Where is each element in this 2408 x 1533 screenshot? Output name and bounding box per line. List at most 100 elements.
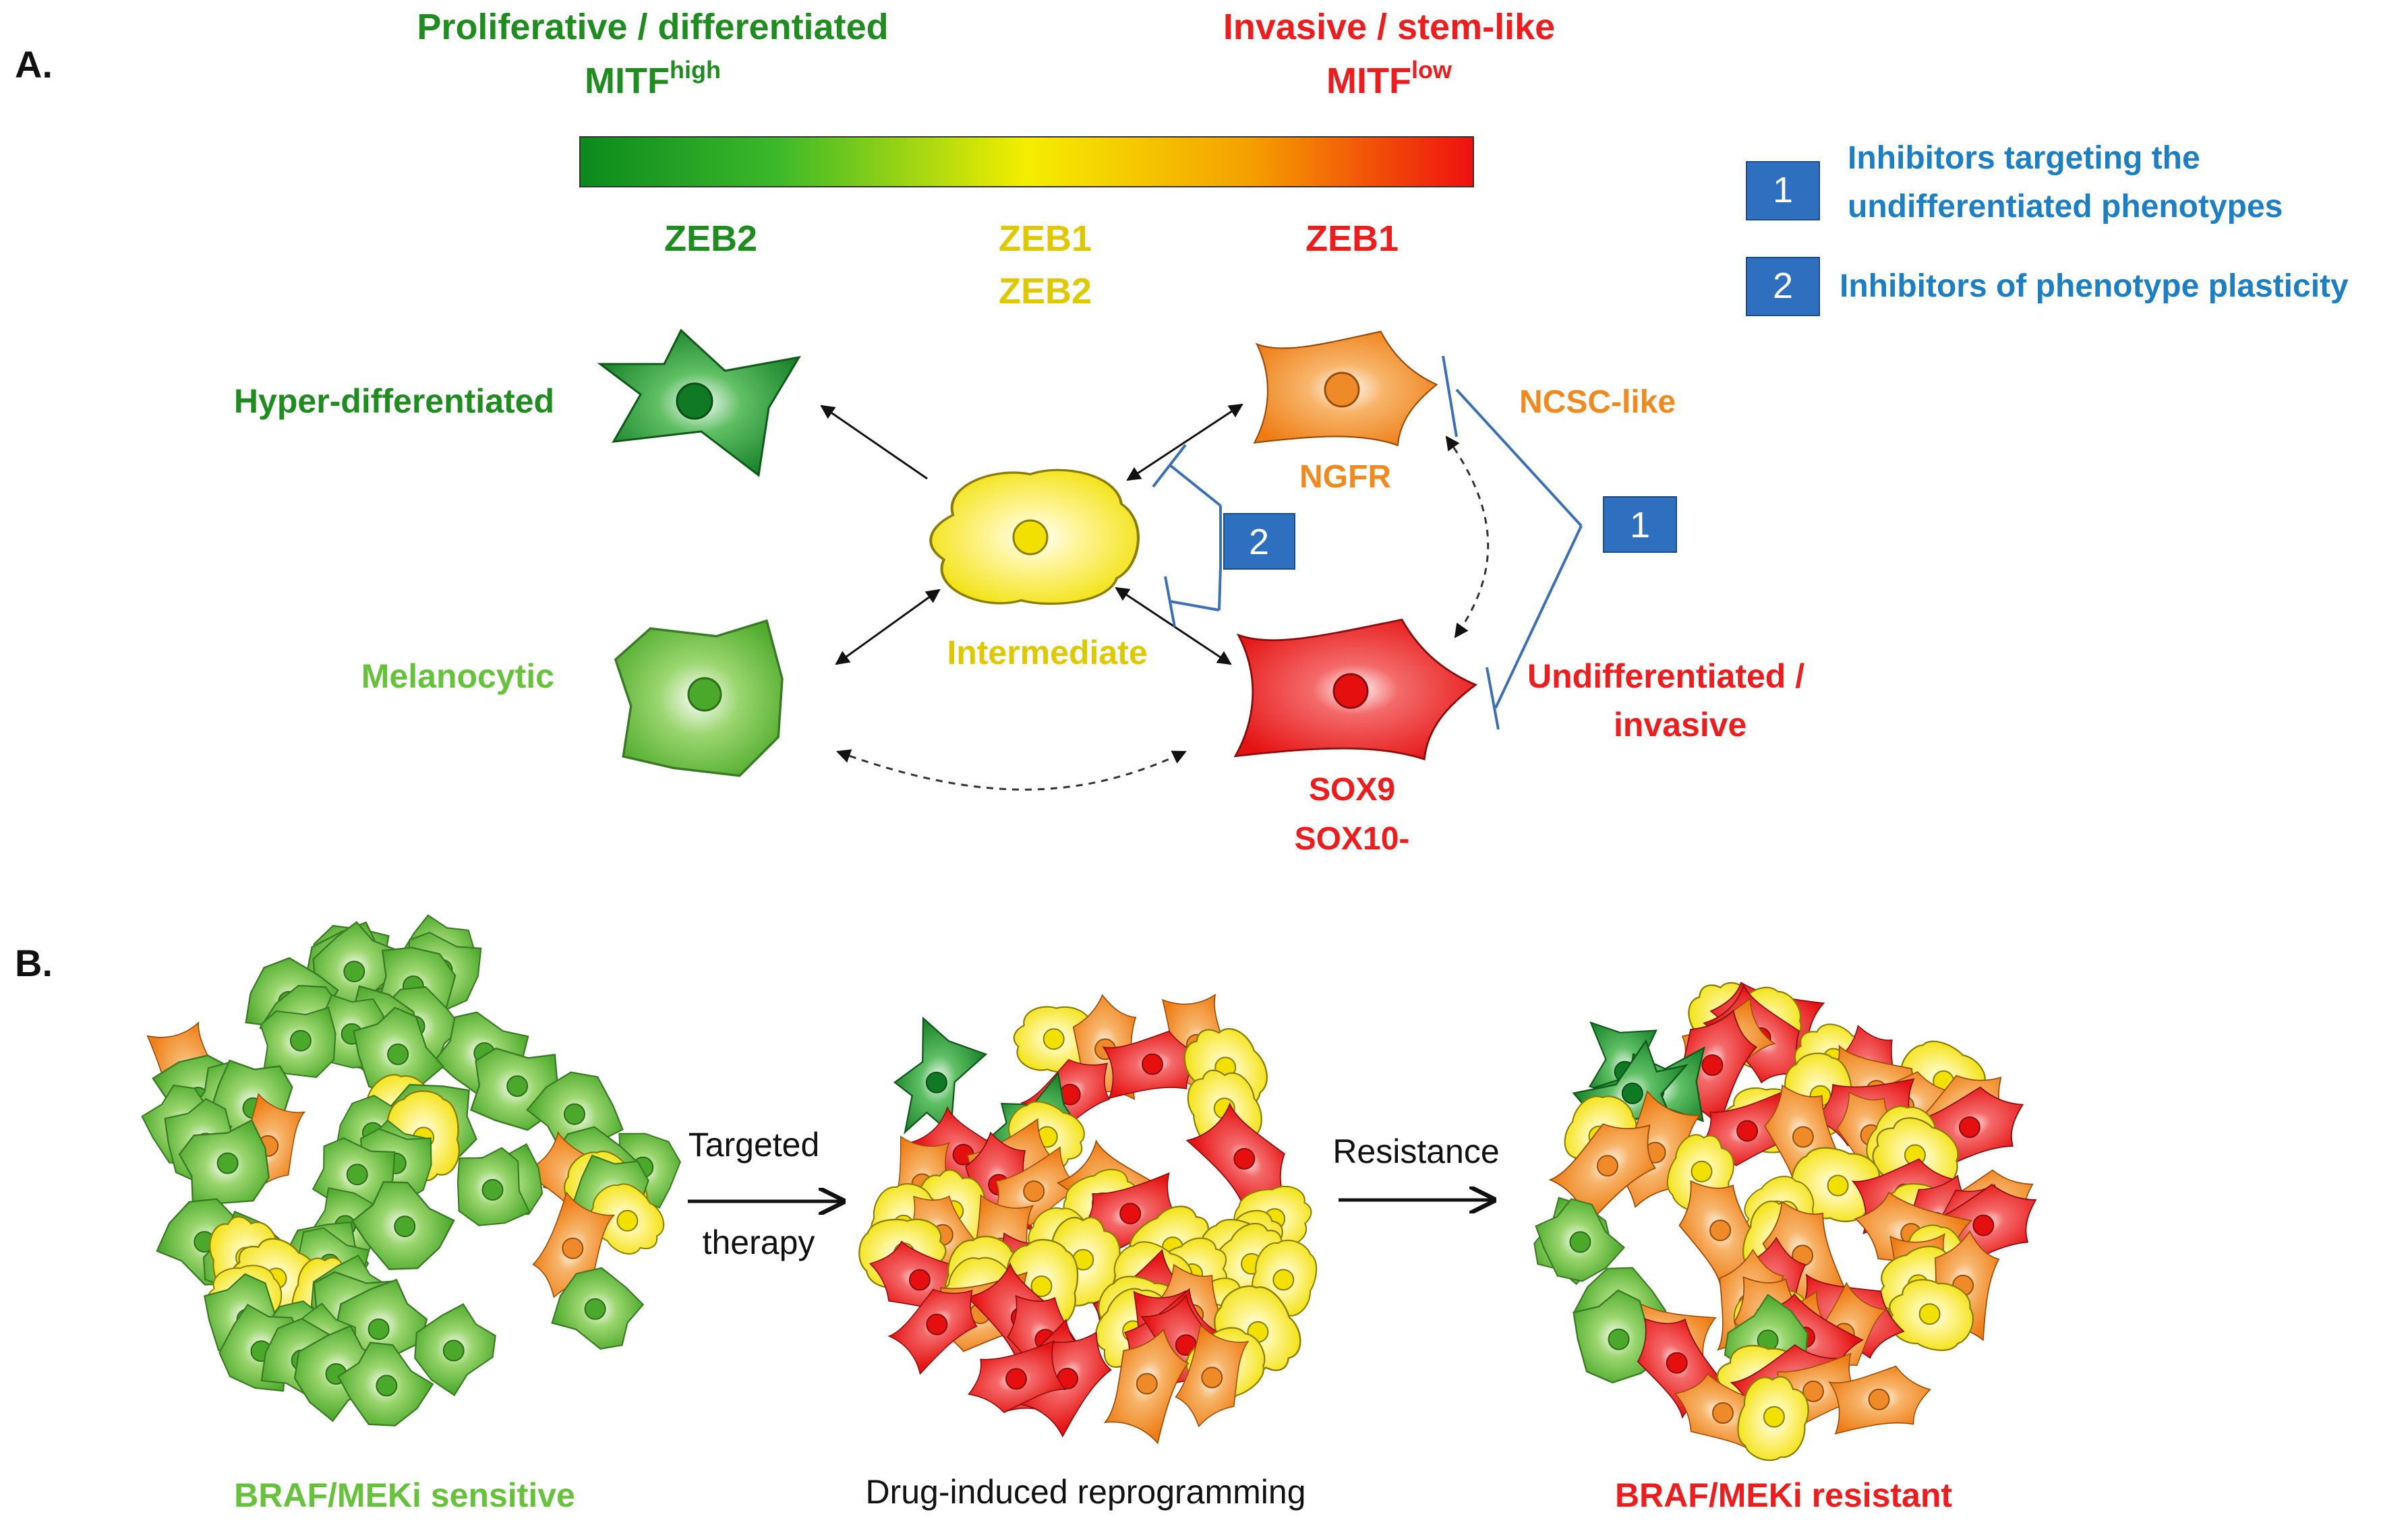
- tumor-cell-nucleus: [1763, 1406, 1785, 1428]
- tumor-cell: [1543, 1100, 1674, 1227]
- sensitive-tumor-label: BRAF/MEKi sensitive: [234, 1476, 575, 1514]
- tumor-cell: [1185, 1097, 1308, 1223]
- mitf-high-base: MITF: [585, 61, 670, 101]
- resistance-label: Resistance: [1332, 1133, 1499, 1170]
- tumor-cell: [175, 1118, 276, 1214]
- tumor-cell: [577, 1171, 675, 1269]
- tumor-cell-nucleus: [1712, 1402, 1734, 1424]
- dashed-arrow-melanocytic-undifferentiated: [836, 749, 1187, 791]
- tumor-cell: [1689, 1089, 1802, 1175]
- tumor-cell: [1010, 1002, 1100, 1076]
- mitf-high-sup: high: [670, 56, 721, 84]
- tumor-cell: [1907, 1075, 2036, 1177]
- tumor-cell-nucleus: [1868, 1388, 1890, 1410]
- tumor-cell: [978, 1145, 1087, 1240]
- tumor-cell: [1525, 1188, 1629, 1294]
- tumor-cell-nucleus: [1691, 1160, 1713, 1182]
- invasive-title: Invasive / stem-like: [1223, 7, 1555, 47]
- inhibitor-2-lines: [1152, 444, 1222, 628]
- tumor-cell-nucleus: [1972, 1214, 1995, 1236]
- legend-box-2: [1746, 257, 1820, 316]
- tumor-cell-nucleus: [1272, 1269, 1295, 1291]
- legend-box-1-number: 1: [1773, 170, 1793, 210]
- tumor-cell: [1663, 1164, 1775, 1294]
- tumor-cell: [1880, 1269, 1983, 1359]
- tumor-cell-nucleus: [1608, 1328, 1630, 1350]
- dashed-arrow-ncsc-undifferentiated: [1445, 435, 1490, 638]
- tumor-cell-nucleus: [1701, 1054, 1724, 1076]
- inhibitor-1-lines: [1442, 355, 1583, 730]
- tumor-cell-nucleus: [1142, 1053, 1163, 1075]
- tumor-cell-nucleus: [1666, 1352, 1688, 1374]
- intermediate-label: Intermediate: [947, 634, 1147, 671]
- tumor-cell: [523, 1191, 622, 1310]
- melanocytic-label: Melanocytic: [361, 657, 554, 695]
- resistant-tumor-label: BRAF/MEKi resistant: [1615, 1476, 1952, 1514]
- hyper-differentiated-cell: [599, 329, 800, 477]
- tumor-cell: [1920, 1170, 2051, 1278]
- tumor-cell: [1657, 1125, 1744, 1221]
- legend-box-2-number: 2: [1773, 266, 1793, 306]
- tumor-cell-nucleus: [1201, 1366, 1223, 1389]
- tumor-cell: [885, 1014, 991, 1145]
- panel-a-label: A.: [15, 43, 53, 86]
- tumor-cell-nucleus: [1802, 1380, 1824, 1402]
- tumor-cell-nucleus: [387, 1043, 409, 1065]
- sox10-label: SOX10-: [1295, 821, 1410, 857]
- legend-item-1-line1: Inhibitors targeting the: [1848, 140, 2200, 176]
- arrow-intermediate-to-hyper: [820, 404, 928, 480]
- tumor-cell: [260, 1006, 336, 1078]
- proliferative-title: Proliferative / differentiated: [417, 7, 888, 47]
- tumor-cell: [1658, 997, 1767, 1129]
- undifferentiated-nucleus: [1332, 673, 1369, 709]
- zeb2-mid-label: ZEB2: [999, 271, 1092, 311]
- sox9-label: SOX9: [1309, 772, 1395, 808]
- tumor-cell: [328, 1329, 439, 1441]
- tumor-cell-nucleus: [1958, 1116, 1980, 1138]
- tumor-cell: [1001, 1236, 1082, 1333]
- tumor-cell: [322, 1268, 439, 1384]
- mitf-low-label: MITFlow: [1326, 56, 1452, 101]
- inhibitor-box-2-number: 2: [1249, 522, 1269, 562]
- ngfr-label: NGFR: [1299, 459, 1391, 495]
- tumor-cell: [1169, 1323, 1256, 1436]
- tumor-cell: [343, 998, 448, 1106]
- arrow-intermediate-ncsc: [1126, 403, 1243, 481]
- tumor-cell-nucleus: [562, 1237, 584, 1259]
- tumor-cell-nucleus: [1621, 1082, 1643, 1104]
- reprogramming-label: Drug-induced reprogramming: [865, 1473, 1305, 1511]
- tumor-cell: [545, 1256, 652, 1362]
- tumor-cell-nucleus: [1023, 1180, 1045, 1203]
- undifferentiated-label-line1: Undifferentiated /: [1527, 657, 1804, 695]
- legend-item-2-line1: Inhibitors of phenotype plasticity: [1840, 268, 2349, 304]
- mitf-low-base: MITF: [1326, 61, 1411, 101]
- tumor-cell: [859, 1233, 976, 1327]
- tumor-cell-nucleus: [1043, 1028, 1065, 1050]
- tumor-cell: [1097, 1319, 1197, 1445]
- tumor-cell-nucleus: [925, 1071, 947, 1093]
- undifferentiated-cell: [1234, 618, 1477, 760]
- tumor-cell-nucleus: [1709, 1220, 1732, 1242]
- legend-item-1-line2: undifferentiated phenotypes: [1848, 189, 2283, 224]
- tumor-cell: [1556, 1021, 1703, 1170]
- tumor-cell: [1826, 1361, 1935, 1436]
- ncsc-like-nucleus: [1324, 371, 1360, 408]
- tumor-cell-nucleus: [1736, 1120, 1759, 1142]
- arrow-intermediate-melanocytic: [835, 589, 941, 665]
- tumor-cell: [960, 1339, 1069, 1421]
- tumor-cell-nucleus: [1233, 1147, 1256, 1170]
- tumor-cell-nucleus: [1005, 1368, 1027, 1390]
- zeb2-left-label: ZEB2: [664, 218, 757, 259]
- tumor-cell-nucleus: [442, 1340, 465, 1362]
- tumor-cell-nucleus: [216, 1152, 239, 1174]
- mitf-low-sup: low: [1411, 56, 1452, 84]
- tumor-cell: [1757, 1352, 1866, 1433]
- tumor-cell-nucleus: [343, 961, 365, 983]
- tumor-cell-nucleus: [506, 1075, 529, 1098]
- ncsc-like-label: NCSC-like: [1519, 384, 1676, 420]
- inhibitor-box-2: [1223, 513, 1295, 570]
- tumor-cell-nucleus: [289, 1029, 312, 1052]
- tumor-cell-nucleus: [1596, 1155, 1618, 1177]
- tumor-cell: [305, 1129, 403, 1222]
